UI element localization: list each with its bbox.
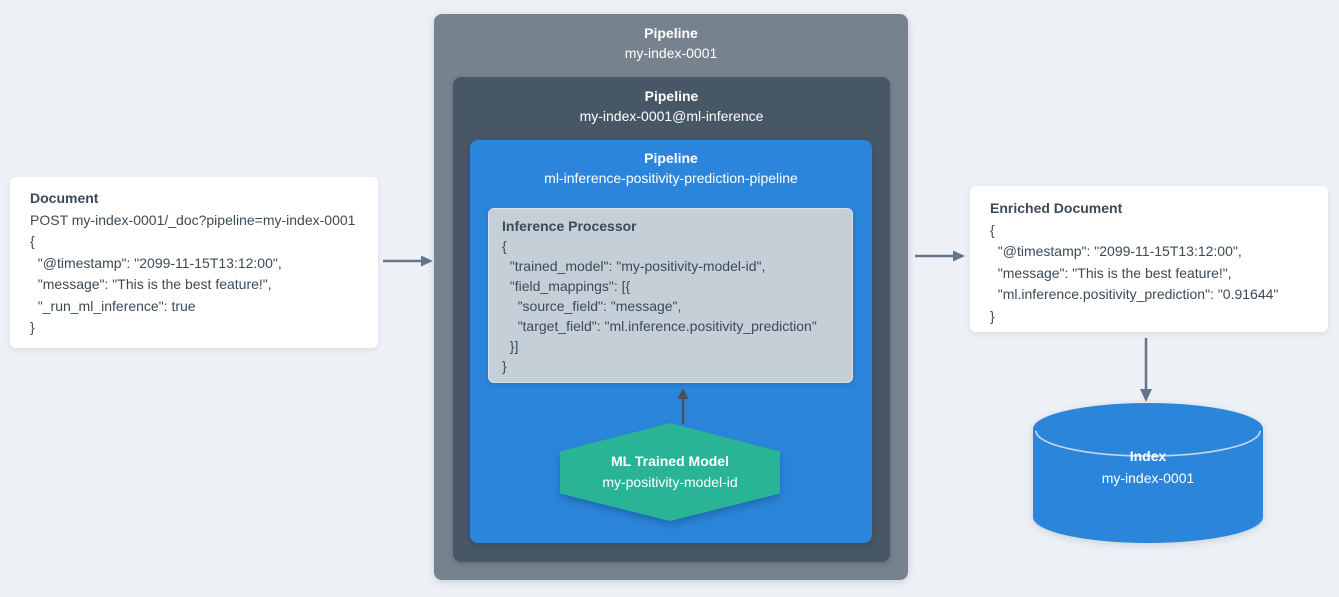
inference-processor-title: Inference Processor — [502, 218, 637, 234]
ml-pipeline-title: Pipeline — [644, 88, 699, 104]
inference-processor-json: { "trained_model": "my-positivity-model-… — [502, 238, 817, 374]
enriched-json: { "@timestamp": "2099-11-15T13:12:00", "… — [990, 221, 1279, 324]
positivity-prediction-pipeline-box: Pipeline ml-inference-positivity-predict… — [470, 140, 872, 543]
outer-pipeline-title: Pipeline — [644, 25, 698, 41]
enriched-document-card: Enriched Document { "@timestamp": "2099-… — [970, 186, 1328, 332]
outer-pipeline-header: Pipeline my-index-0001 — [434, 23, 908, 63]
index-cylinder: Index my-index-0001 — [1033, 403, 1263, 543]
inference-pipeline-name: ml-inference-positivity-prediction-pipel… — [544, 170, 798, 186]
trained-model-title: ML Trained Model — [611, 453, 729, 469]
arrow-pipeline-to-document-icon — [915, 250, 965, 262]
inference-pipeline-title: Pipeline — [644, 150, 698, 166]
arrow-document-to-pipeline-icon — [383, 255, 433, 267]
inference-processor-box: Inference Processor { "trained_model": "… — [488, 208, 853, 383]
outer-pipeline-name: my-index-0001 — [624, 45, 718, 61]
index-title: Index — [1129, 448, 1167, 464]
document-card: Document POST my-index-0001/_doc?pipelin… — [10, 177, 378, 348]
trained-model-name: my-positivity-model-id — [602, 474, 738, 490]
arrow-document-to-index-icon — [1140, 338, 1152, 402]
index-name: my-index-0001 — [1101, 470, 1195, 486]
enriched-card-title: Enriched Document — [990, 200, 1123, 216]
hexagon-labels: ML Trained Model my-positivity-model-id — [560, 423, 780, 521]
arrow-model-to-processor-icon — [677, 388, 689, 424]
ml-inference-pipeline-box: Pipeline my-index-0001@ml-inference Pipe… — [453, 77, 890, 562]
inference-pipeline-header: Pipeline ml-inference-positivity-predict… — [470, 148, 872, 188]
index-labels: Index my-index-0001 — [1033, 445, 1263, 489]
document-card-title: Document — [30, 190, 99, 206]
document-json: POST my-index-0001/_doc?pipeline=my-inde… — [30, 211, 356, 336]
ml-pipeline-header: Pipeline my-index-0001@ml-inference — [453, 86, 890, 126]
ml-trained-model-hexagon: ML Trained Model my-positivity-model-id — [560, 423, 780, 521]
ml-pipeline-name: my-index-0001@ml-inference — [579, 108, 764, 124]
outer-pipeline-box: Pipeline my-index-0001 Pipeline my-index… — [434, 14, 908, 580]
cylinder-shape-icon — [1033, 403, 1263, 543]
